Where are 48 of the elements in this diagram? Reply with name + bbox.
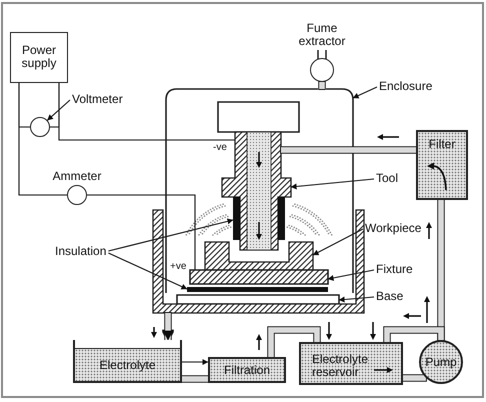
reservoir-tank: Electrolyte reservoir — [299, 342, 403, 385]
workpiece-block — [205, 242, 313, 270]
part-label: Fume extractor — [298, 22, 346, 48]
work-tank — [153, 210, 364, 313]
wire — [18, 83, 67, 196]
flow-arrow — [182, 359, 208, 365]
leader-line — [338, 296, 374, 302]
filter-tank: Filter — [416, 130, 468, 200]
voltmeter-symbol — [30, 117, 50, 137]
part-label: Tool — [376, 172, 398, 185]
pipe — [182, 376, 208, 382]
enclosure-hood — [166, 89, 353, 293]
part-label: Base — [376, 290, 404, 303]
part-label: Enclosure — [379, 80, 432, 93]
wire — [87, 194, 196, 270]
power-supply-box: Power supply — [10, 32, 68, 83]
insulation-strip — [233, 197, 240, 240]
pump-housing: Pump — [419, 340, 463, 384]
leader-line — [108, 252, 188, 290]
wire — [58, 83, 235, 141]
part-label: Voltmeter — [72, 93, 123, 106]
tool-holder — [218, 102, 299, 132]
part-label: Fixture — [376, 263, 413, 276]
pipe — [403, 375, 426, 381]
leader-line — [312, 228, 364, 256]
extractor-duct — [319, 82, 325, 89]
part-label: Insulation — [55, 245, 106, 258]
pipe — [163, 313, 173, 341]
leader-line — [290, 178, 374, 190]
polarity-label: +ve — [170, 261, 186, 272]
pipe — [281, 147, 416, 153]
polarity-label: -ve — [213, 142, 227, 153]
part-label: Workpiece — [365, 222, 422, 235]
electrolyte-tank: Electrolyte — [73, 340, 182, 383]
extractor-housing — [310, 58, 334, 82]
leader-line — [328, 269, 374, 281]
filtration-tank: Filtration — [208, 357, 286, 383]
leader-line — [108, 218, 234, 252]
pipe — [268, 327, 320, 357]
fixture-plate — [190, 270, 328, 284]
pipe — [384, 327, 444, 342]
leader-line — [47, 100, 70, 121]
insulation-layer — [187, 287, 328, 292]
base-plate — [177, 295, 339, 304]
leader-line — [352, 86, 378, 98]
part-label: Ammeter — [52, 170, 102, 183]
ammeter-symbol — [67, 185, 87, 205]
insulation-strip — [278, 197, 285, 240]
